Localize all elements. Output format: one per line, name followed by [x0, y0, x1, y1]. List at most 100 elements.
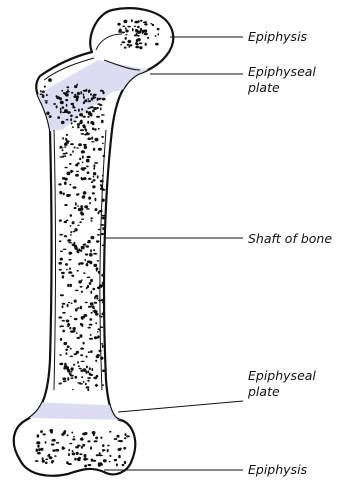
- spongy-bone-dot: [143, 22, 146, 24]
- spongy-bone-dot: [84, 205, 88, 208]
- spongy-bone-dot: [78, 280, 82, 283]
- spongy-bone-dot: [83, 96, 85, 99]
- spongy-bone-dot: [102, 217, 106, 220]
- spongy-bone-dot: [81, 361, 85, 362]
- spongy-bone-dot: [126, 435, 130, 437]
- label-epiphysis-top: Epiphysis: [248, 29, 308, 44]
- spongy-bone-dot: [101, 136, 104, 138]
- spongy-bone-dot: [62, 112, 66, 113]
- spongy-bone-dot: [37, 452, 41, 455]
- spongy-bone-dot: [81, 150, 85, 153]
- spongy-bone-dot: [102, 215, 106, 217]
- spongy-bone-dot: [98, 229, 101, 231]
- spongy-bone-dot: [80, 211, 83, 214]
- spongy-bone-dot: [71, 371, 73, 373]
- spongy-bone-dot: [86, 159, 90, 161]
- spongy-bone-dot: [90, 446, 92, 449]
- label-plate-bottom-line1: Epiphyseal: [248, 368, 316, 383]
- spongy-bone-dot: [91, 137, 93, 140]
- spongy-bone-dot: [102, 345, 104, 348]
- spongy-bone-dot: [69, 327, 71, 330]
- spongy-bone-dot: [72, 327, 76, 330]
- spongy-bone-dot: [101, 274, 104, 277]
- spongy-bone-dot: [76, 270, 79, 272]
- spongy-bone-dot: [86, 356, 88, 358]
- spongy-bone-dot: [82, 162, 84, 164]
- spongy-bone-dot: [81, 108, 83, 110]
- spongy-bone-dot: [64, 235, 67, 237]
- spongy-bone-dot: [107, 445, 110, 447]
- spongy-bone-dot: [72, 150, 74, 153]
- spongy-bone-dot: [74, 207, 77, 209]
- spongy-bone-dot: [40, 90, 42, 92]
- spongy-bone-dot: [103, 449, 105, 451]
- spongy-bone-dot: [61, 272, 65, 274]
- spongy-bone-dot: [40, 94, 43, 96]
- spongy-bone-dot: [70, 115, 73, 118]
- spongy-bone-dot: [116, 463, 118, 466]
- spongy-bone-dot: [71, 92, 73, 94]
- spongy-bone-dot: [77, 205, 79, 206]
- leader-plate-bottom: [118, 401, 243, 412]
- spongy-bone-dot: [86, 263, 89, 266]
- spongy-bone-dot: [85, 383, 87, 385]
- spongy-bone-dot: [93, 168, 95, 170]
- spongy-bone-dot: [65, 93, 69, 96]
- spongy-bone-dot: [51, 443, 55, 445]
- spongy-bone-dot: [76, 147, 79, 149]
- spongy-bone-dot: [95, 295, 98, 298]
- spongy-bone-dot: [96, 267, 99, 270]
- spongy-bone-dot: [139, 46, 142, 49]
- spongy-bone-dot: [64, 155, 66, 157]
- spongy-bone-dot: [93, 377, 97, 380]
- spongy-bone-dot: [80, 370, 83, 372]
- spongy-bone-dot: [90, 217, 92, 219]
- spongy-bone-dot: [127, 26, 131, 28]
- spongy-bone-dot: [99, 463, 103, 466]
- spongy-bone-dot: [97, 260, 99, 262]
- spongy-bone-dot: [95, 322, 97, 324]
- spongy-bone-dot: [64, 167, 67, 169]
- spongy-bone-dot: [90, 236, 94, 239]
- spongy-bone-dot: [100, 107, 102, 110]
- spongy-bone-dot: [69, 252, 72, 255]
- spongy-bone-dot: [73, 364, 75, 366]
- spongy-bone-dot: [97, 175, 99, 178]
- spongy-bone-dot: [70, 143, 74, 145]
- spongy-bone-dot: [91, 312, 93, 314]
- spongy-bone-dot: [155, 43, 159, 46]
- spongy-bone-dot: [76, 452, 79, 455]
- spongy-bone-dot: [101, 114, 105, 116]
- spongy-bone-dot: [53, 103, 56, 105]
- spongy-bone-dot: [81, 178, 84, 180]
- spongy-bone-dot: [68, 242, 72, 243]
- spongy-bone-dot: [81, 291, 83, 293]
- spongy-bone-dot: [71, 377, 74, 379]
- spongy-bone-dot: [78, 365, 80, 367]
- spongy-bone-dot: [63, 193, 65, 196]
- spongy-bone-dot: [93, 253, 97, 255]
- spongy-bone-dot: [76, 98, 79, 101]
- spongy-bone-dot: [94, 311, 97, 313]
- spongy-bone-dot: [52, 449, 56, 451]
- spongy-bone-dot: [87, 132, 89, 134]
- spongy-bone-dot: [95, 208, 98, 211]
- spongy-bone-dot: [119, 29, 122, 33]
- spongy-bone-dot: [56, 105, 58, 108]
- spongy-bone-dot: [115, 438, 117, 440]
- spongy-bone-dot: [61, 433, 64, 436]
- spongy-bone-dot: [83, 94, 85, 96]
- spongy-bone-dot: [83, 381, 85, 383]
- spongy-bone-dot: [60, 251, 63, 253]
- spongy-bone-dot: [77, 337, 80, 339]
- spongy-bone-dot: [68, 271, 72, 274]
- spongy-bone-dot: [67, 239, 71, 242]
- spongy-bone-dot: [124, 461, 126, 464]
- spongy-bone-dot: [88, 197, 91, 200]
- spongy-bone-dot: [77, 307, 80, 309]
- spongy-bone-dot: [68, 463, 72, 465]
- spongy-bone-dot: [74, 353, 78, 355]
- spongy-bone-dot: [49, 429, 53, 432]
- spongy-bone-dot: [70, 348, 72, 350]
- spongy-bone-dot: [90, 279, 93, 282]
